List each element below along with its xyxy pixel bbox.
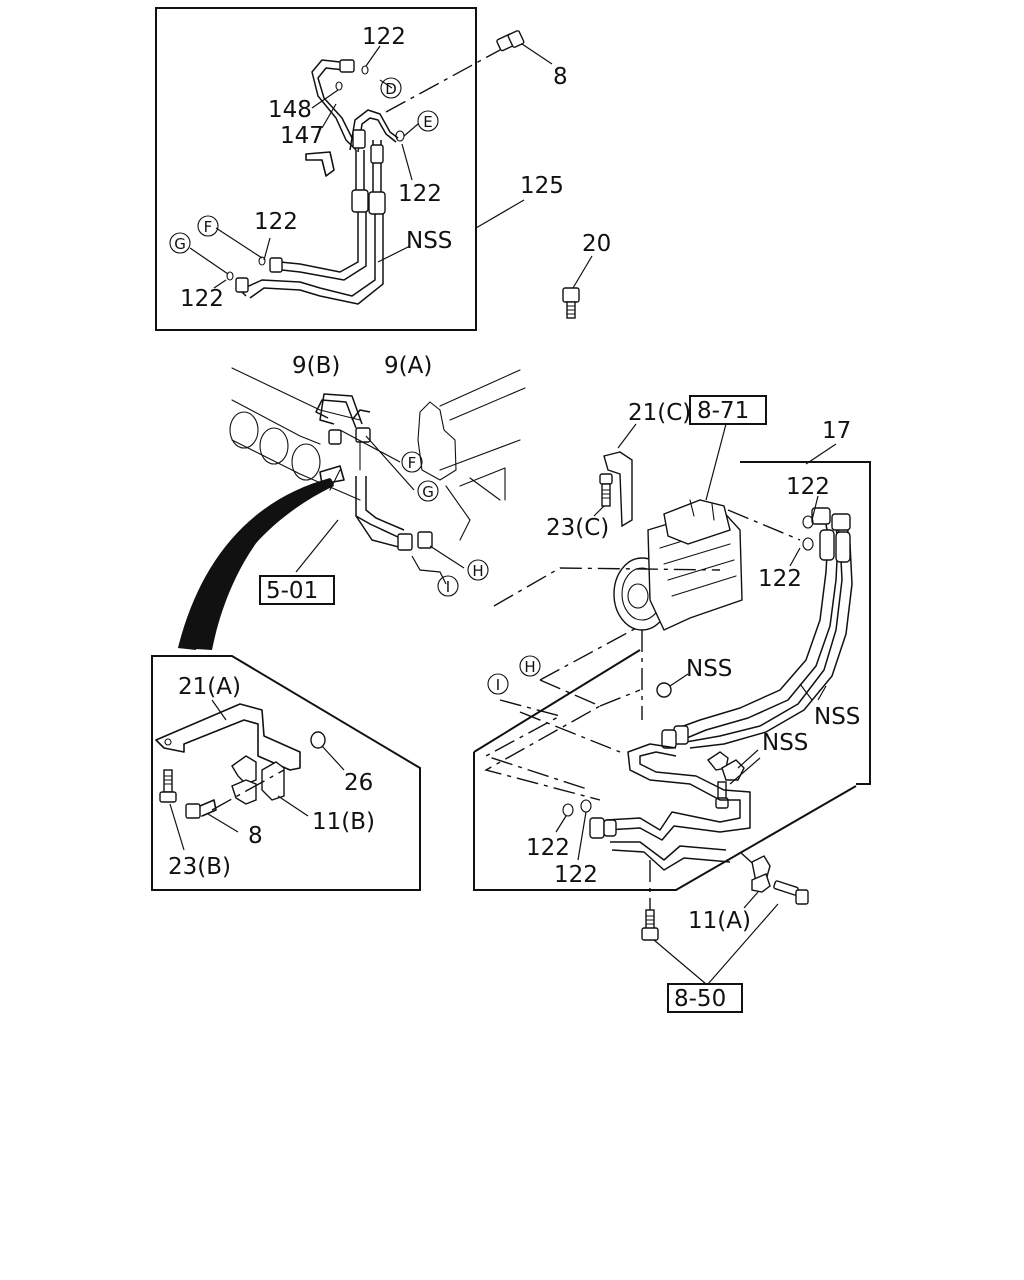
inset-125-frame <box>155 7 477 331</box>
label-122-f: 122 <box>254 209 298 235</box>
svg-text:8-71: 8-71 <box>697 398 749 424</box>
svg-text:G: G <box>422 483 434 501</box>
part-labels: 122 8 148 147 122 125 122 NSS 122 20 9(B… <box>168 24 860 934</box>
label-122-r2: 122 <box>758 566 802 592</box>
label-122-top: 122 <box>362 24 406 50</box>
svg-text:5-01: 5-01 <box>266 578 318 604</box>
circle-f-top: F <box>197 215 219 237</box>
engine-block <box>229 367 526 541</box>
bolt-8-top <box>385 30 553 113</box>
svg-text:H: H <box>524 658 535 676</box>
routing-lines <box>484 567 761 920</box>
engine-pipes <box>295 393 465 585</box>
frame-17 <box>473 443 871 891</box>
bolt-8-inset <box>185 799 239 833</box>
ref-box-871: 8-71 <box>689 395 767 425</box>
circle-i-mid: I <box>437 575 459 597</box>
bracket-21a <box>155 699 301 771</box>
label-122-e: 122 <box>398 181 442 207</box>
nut-nss <box>656 673 689 698</box>
label-11a: 11(A) <box>688 908 751 934</box>
ref-box-501: 5-01 <box>259 575 335 605</box>
label-122-b1: 122 <box>526 835 570 861</box>
label-21a: 21(A) <box>178 674 241 700</box>
svg-text:H: H <box>472 562 483 580</box>
bolt-20 <box>562 255 593 319</box>
svg-text:F: F <box>408 454 417 472</box>
label-nss-hose: NSS <box>814 704 860 730</box>
label-122-b2: 122 <box>554 862 598 888</box>
circle-i-right: I <box>487 673 509 695</box>
bolt-850 <box>641 903 779 985</box>
label-23b: 23(B) <box>168 854 231 880</box>
connection-markers: D E F G F G H I <box>169 77 541 695</box>
label-125: 125 <box>520 173 564 199</box>
label-148: 148 <box>268 97 312 123</box>
hoses-17 <box>661 495 853 749</box>
clamp-11b <box>211 755 309 817</box>
inset-bracket-frame <box>151 655 421 891</box>
circle-h-mid: H <box>467 559 489 581</box>
label-20: 20 <box>582 231 611 257</box>
label-21c: 21(C) <box>628 400 691 426</box>
top-inset-leaders <box>189 45 525 289</box>
circle-d: D <box>380 77 402 99</box>
label-9a: 9(A) <box>384 353 432 379</box>
label-147: 147 <box>280 123 324 149</box>
label-nss-top: NSS <box>406 228 452 254</box>
label-26: 26 <box>344 770 373 796</box>
label-23c: 23(C) <box>546 515 609 541</box>
label-8-top: 8 <box>553 64 568 90</box>
bolt-23b <box>159 769 185 851</box>
nut-26 <box>310 731 345 771</box>
svg-text:8-50: 8-50 <box>674 986 726 1012</box>
label-8-inset: 8 <box>248 823 263 849</box>
label-122-r1: 122 <box>786 474 830 500</box>
svg-text:E: E <box>423 113 432 131</box>
bracket-21c <box>593 423 637 528</box>
detail-arrow <box>178 478 334 650</box>
svg-text:I: I <box>446 578 450 596</box>
label-17: 17 <box>822 418 851 444</box>
pipe-assembly-125 <box>226 59 405 305</box>
svg-text:I: I <box>496 676 500 694</box>
label-nss-nut: NSS <box>686 656 732 682</box>
svg-text:F: F <box>204 218 213 236</box>
clamp-11a <box>743 855 809 909</box>
label-122-g: 122 <box>180 286 224 312</box>
svg-text:D: D <box>385 80 397 98</box>
circle-e: E <box>417 110 439 132</box>
ref-box-850: 8-50 <box>667 983 743 1013</box>
label-11b: 11(B) <box>312 809 375 835</box>
clip-nss <box>706 749 761 809</box>
label-9b: 9(B) <box>292 353 340 379</box>
circle-g-top: G <box>169 232 191 254</box>
liquid-lines <box>555 743 751 871</box>
circle-f-mid: F <box>401 451 423 473</box>
circle-g-mid: G <box>417 480 439 502</box>
label-nss-clip: NSS <box>762 730 808 756</box>
svg-text:G: G <box>174 235 186 253</box>
circle-h-right: H <box>519 655 541 677</box>
